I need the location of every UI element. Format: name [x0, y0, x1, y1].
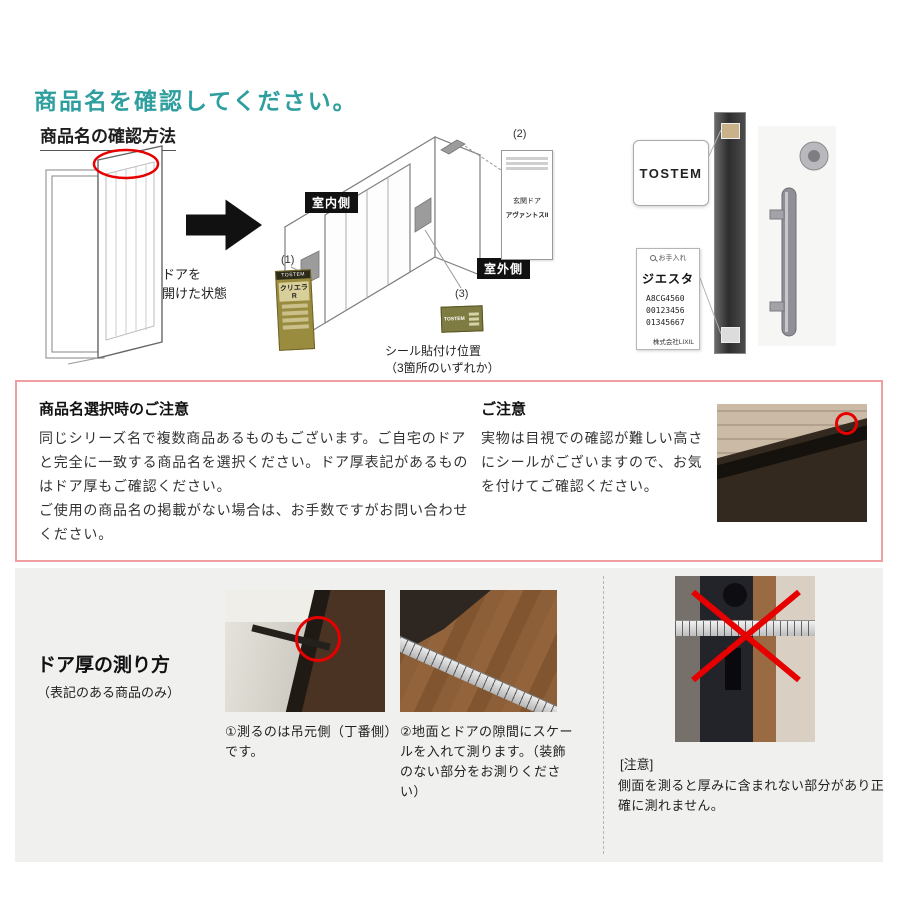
measure-subheading: （表記のある商品のみ）: [37, 685, 181, 700]
label-category: 玄関ドア: [513, 198, 541, 205]
arrow-right-icon: [186, 199, 262, 251]
product-sticker-1: TOSTEM クリエラR: [274, 269, 316, 351]
care-label: お手入れ: [658, 255, 687, 262]
seal-position-3: [414, 197, 432, 233]
door-label-card: 玄関ドア アヴァントスII: [501, 150, 553, 260]
step2-caption: ②地面とドアの隙間にスケールを入れて測ります。（装飾のない部分をお測りください）: [400, 724, 573, 800]
page-title: 商品名を確認してください。: [34, 88, 358, 114]
decor-bar: [468, 316, 480, 321]
care-row: お手入れ: [640, 253, 696, 263]
decor-lines: [467, 310, 480, 327]
scale-gap-photo: [400, 590, 557, 712]
seal-height-photo: [717, 404, 867, 522]
hinge-side-photo: [225, 590, 385, 712]
outdoor-side-tag: 室外側: [477, 258, 531, 279]
open-door-drawing: [45, 145, 163, 365]
seal-position-2: [440, 139, 466, 155]
magnifier-icon: [649, 255, 656, 261]
marker-3: (3): [455, 288, 469, 300]
note-label: [注意]: [620, 757, 654, 772]
indoor-side-tag: 室内側: [305, 192, 359, 213]
giesta-label-card: お手入れ ジエスタ A8CG4560 00123456 01345667 株式会…: [636, 248, 700, 350]
frame-side: [675, 576, 701, 742]
door-frame-diagram: (2) 室内側 室外側 (1) (3) TOSTEM クリエラR TOSTEM …: [265, 112, 557, 380]
decor-bar: [468, 311, 479, 316]
step1-caption: ①測るのは吊元側（丁番側）です。: [225, 724, 398, 760]
notice-right-body: 実物は目視での確認が難しい高さにシールがございますので、お気を付けてご確認くださ…: [481, 430, 703, 495]
notice-left-heading: 商品名選択時のご注意: [39, 401, 190, 418]
code-line: A8CG4560: [646, 294, 685, 303]
seal-position-caption: シール貼付け位置 （3箇所のいずれか）: [385, 344, 500, 375]
marker-2: (2): [513, 128, 527, 140]
seal-patch-top: [721, 123, 740, 139]
code-line: 00123456: [646, 306, 685, 315]
code-line: 01345667: [646, 318, 685, 327]
decor-bar: [506, 162, 548, 165]
highlight-ellipse: [92, 148, 160, 180]
decor-bar: [506, 157, 548, 160]
decor-bar: [468, 321, 480, 326]
note-body: 側面を測ると厚みに含まれない部分があり正確に測れません。: [618, 778, 885, 814]
decor-bar: [282, 310, 309, 316]
decor-bar: [282, 317, 309, 323]
product-name: ジエスタ: [641, 272, 694, 286]
door-knob: [722, 583, 747, 607]
product-sticker-3: TOSTEM: [440, 305, 484, 333]
method-heading: 商品名の確認方法: [40, 122, 176, 151]
red-x-mark: [691, 589, 801, 683]
seal-patch-bottom: [721, 327, 740, 343]
wrong-measure-photo: [675, 576, 815, 742]
dashed-divider: [603, 576, 604, 854]
ruler: [675, 620, 815, 636]
decor-bar: [506, 167, 548, 170]
highlight-circle: [835, 412, 858, 435]
door-edge-photo: [714, 112, 746, 354]
marker-1: (1): [281, 254, 295, 266]
label-product-name: アヴァントスII: [505, 212, 549, 219]
notice-box: 商品名選択時のご注意 同じシリーズ名で複数商品あるものもございます。ご自宅のドア…: [15, 380, 883, 562]
company-name: 株式会社LIXIL: [652, 339, 694, 346]
decor-bar: [281, 303, 308, 309]
lock-body: [725, 648, 742, 690]
tostem-logo: TOSTEM: [633, 140, 709, 206]
measure-section: ドア厚の測り方 （表記のある商品のみ） ①測るのは吊元側（丁番側）です。 ②地面…: [15, 568, 885, 862]
notice-right-heading: ご注意: [481, 401, 527, 418]
decor-bar: [282, 324, 309, 330]
sticker-brand: TOSTEM: [443, 315, 465, 323]
highlight-circle: [295, 616, 341, 662]
label-location-examples: TOSTEM お手入れ ジエスタ A8CG4560 00: [620, 108, 888, 370]
sticker-product-name: クリエラR: [278, 281, 310, 302]
measure-heading: ドア厚の測り方: [37, 655, 171, 676]
product-codes: A8CG4560 00123456 01345667: [640, 293, 696, 329]
sticker-brand: TOSTEM: [275, 270, 311, 280]
notice-left-body: 同じシリーズ名で複数商品あるものもございます。ご自宅のドアと完全に一致する商品名…: [39, 430, 469, 543]
door-handle-photo: [758, 126, 836, 346]
door-state-caption: ドアを 開けた状態: [162, 267, 228, 301]
